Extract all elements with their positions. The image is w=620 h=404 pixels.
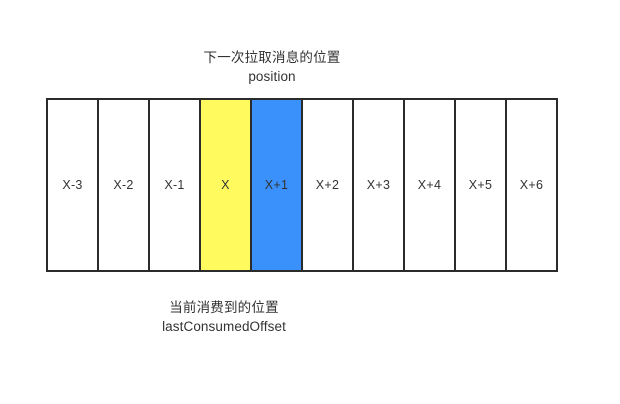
message-cell-label: X+4 — [417, 178, 442, 192]
message-cell: X+6 — [507, 100, 556, 270]
message-cell-label: X+6 — [519, 178, 544, 192]
message-cell: X-2 — [99, 100, 150, 270]
message-cell: X — [201, 100, 252, 270]
message-queue-strip: X-3 X-2 X-1 X X+1 X+2 X+3 X+4 X+5 X+6 — [46, 98, 558, 272]
last-consumed-offset-annotation-english: lastConsumedOffset — [162, 319, 286, 334]
message-cell-label: X-2 — [113, 178, 134, 192]
message-cell: X+3 — [354, 100, 405, 270]
message-cell: X+1 — [252, 100, 303, 270]
message-cell-label: X-3 — [62, 178, 83, 192]
message-cell-label: X-1 — [164, 178, 185, 192]
message-cell-label: X+2 — [315, 178, 340, 192]
last-consumed-offset-annotation-chinese: 当前消费到的位置 — [169, 300, 279, 315]
message-cell-label: X+1 — [264, 178, 289, 192]
position-annotation: 下一次拉取消息的位置 position — [172, 48, 372, 86]
message-cell-label: X+3 — [366, 178, 391, 192]
position-annotation-chinese: 下一次拉取消息的位置 — [203, 50, 341, 65]
message-cell-label: X — [221, 178, 230, 192]
last-consumed-offset-annotation: 当前消费到的位置 lastConsumedOffset — [124, 298, 324, 336]
position-annotation-english: position — [248, 69, 296, 84]
message-cell-label: X+5 — [468, 178, 493, 192]
message-cell: X+4 — [405, 100, 456, 270]
message-cell: X+2 — [303, 100, 354, 270]
message-cell: X+5 — [456, 100, 507, 270]
message-cell: X-1 — [150, 100, 201, 270]
message-cell: X-3 — [48, 100, 99, 270]
